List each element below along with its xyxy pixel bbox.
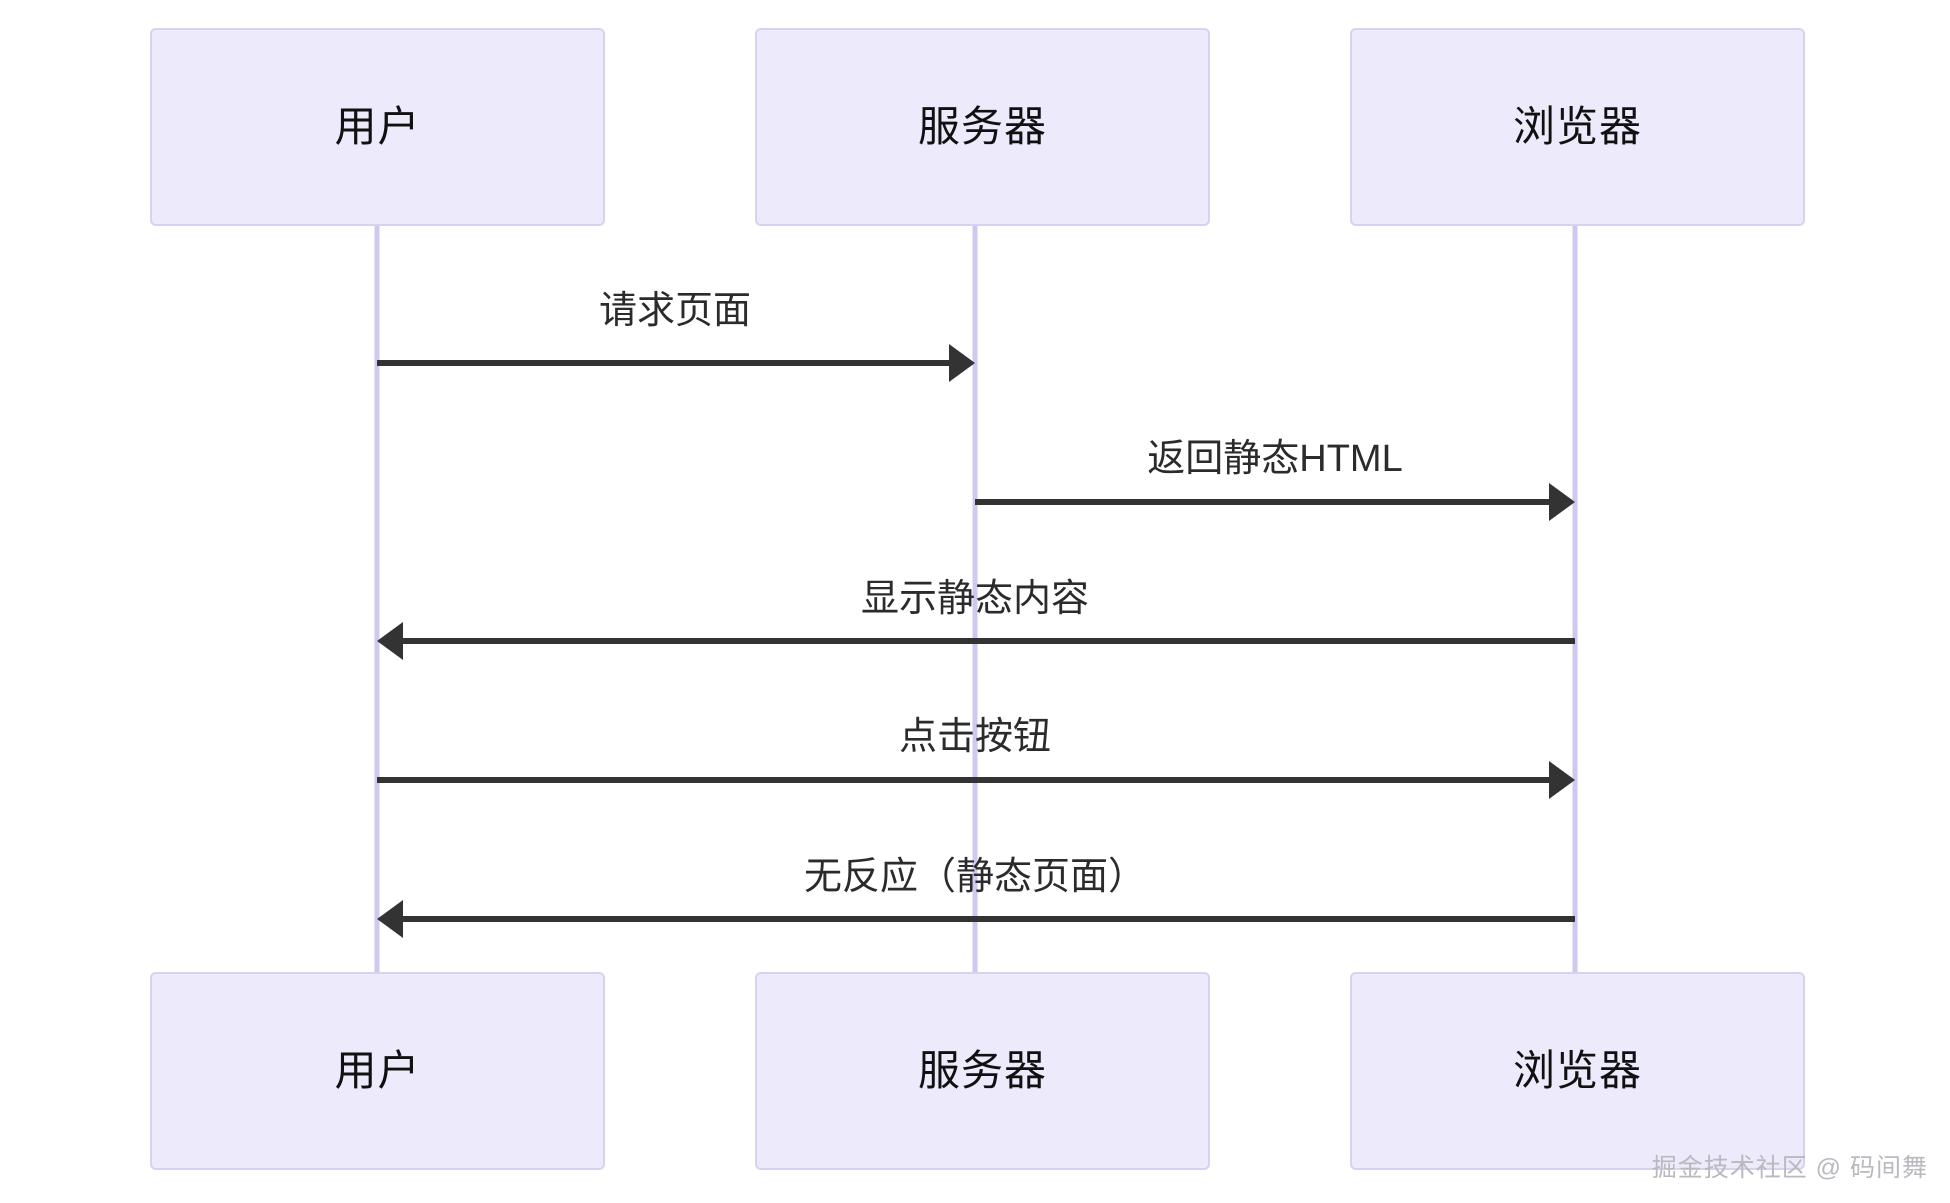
watermark-text: 掘金技术社区 @ 码间舞	[1651, 1154, 1928, 1182]
participant-box-user-top[interactable]: 用户	[150, 28, 605, 226]
lifeline-group	[374, 226, 1578, 972]
message-label-4: 点击按钮	[898, 716, 1052, 758]
participant-box-browser-top[interactable]: 浏览器	[1350, 28, 1805, 226]
participant-box-user-bottom[interactable]: 用户	[150, 972, 605, 1170]
participant-box-browser-bottom[interactable]: 浏览器	[1350, 972, 1805, 1170]
message-arrowhead-3	[377, 622, 403, 660]
participant-label-user: 用户	[334, 103, 421, 150]
participant-box-server-bottom[interactable]: 服务器	[755, 972, 1210, 1170]
participant-label-server: 服务器	[917, 103, 1047, 150]
participant-label-user: 用户	[334, 1047, 421, 1094]
participant-box-server-top[interactable]: 服务器	[755, 28, 1210, 226]
message-arrowhead-4	[1549, 761, 1575, 799]
message-label-3: 显示静态内容	[860, 578, 1090, 620]
message-label-5: 无反应（静态页面）	[803, 856, 1147, 898]
message-label-1: 请求页面	[598, 290, 752, 332]
message-label-2: 返回静态HTML	[1147, 438, 1403, 480]
participant-label-server: 服务器	[917, 1047, 1047, 1094]
message-arrow-group	[377, 344, 1575, 938]
message-arrowhead-1	[949, 344, 975, 382]
message-arrowhead-2	[1549, 483, 1575, 521]
participant-label-browser: 浏览器	[1512, 1047, 1642, 1094]
participant-label-browser: 浏览器	[1512, 103, 1642, 150]
message-arrowhead-5	[377, 900, 403, 938]
